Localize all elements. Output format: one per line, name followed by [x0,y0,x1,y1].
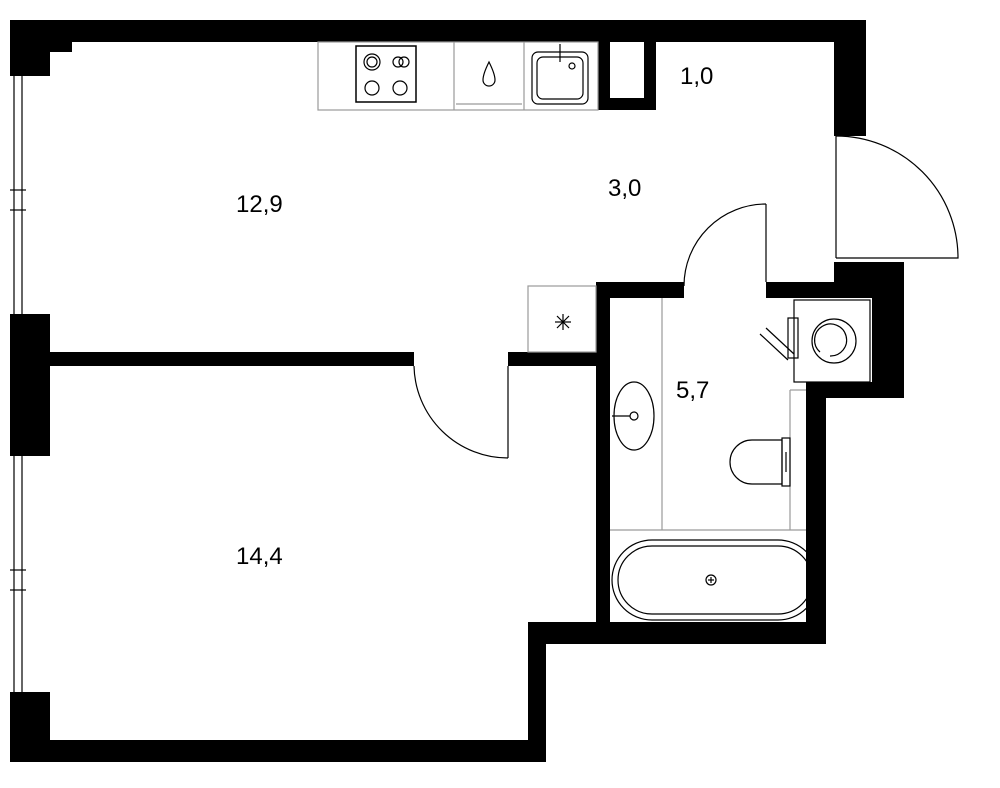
wall-washer-niche-bottom [806,382,904,398]
wall-left-pillar-mid [10,314,50,456]
kitchen-counter [317,41,599,111]
wall-corner-top-left [10,20,50,76]
bathroom-fixtures [610,298,871,621]
room-area-kitchen-living: 12,9 [236,191,283,218]
wall-bedroom-right [528,626,546,762]
wall-bathroom-top-left [596,282,684,298]
bathtub-icon [611,539,819,621]
room-area-hallway: 3,0 [608,175,641,202]
wall-top [10,20,866,42]
wall-partition-left [50,352,414,366]
wall-partition-right [508,352,610,366]
stove-icon [355,45,417,103]
wall-bottom [10,740,546,762]
room-area-bedroom: 14,4 [236,543,283,570]
room-labels: 12,9 3,0 1,0 5,7 14,4 [236,63,713,570]
bathroom-door-swing [683,203,767,287]
windows [10,76,26,692]
wall-bathroom-bottom [528,622,826,644]
water-drop-icon [482,60,496,87]
room-area-bathroom: 5,7 [676,377,709,404]
wall-closet-bottom [598,98,656,110]
walls [10,20,904,762]
entry-door-swing [835,135,959,259]
wall-closet-right [644,42,656,110]
wall-bathroom-right [806,396,826,644]
toilet-icon [729,437,791,487]
wall-bathroom-left [596,282,610,644]
wall-right-top [834,20,866,136]
room-area-closet: 1,0 [680,63,713,90]
wall-closet-left [598,42,610,110]
wall-corner-notch [50,42,72,52]
ventilation-icon [527,285,597,353]
washbasin-icon [612,381,655,451]
wall-washer-niche-right [872,262,904,398]
doors [413,135,959,459]
kitchen-sink-icon [531,44,589,105]
wall-bathroom-top-right [766,282,876,298]
bedroom-door-swing [413,365,509,459]
washing-machine-icon [759,299,871,383]
